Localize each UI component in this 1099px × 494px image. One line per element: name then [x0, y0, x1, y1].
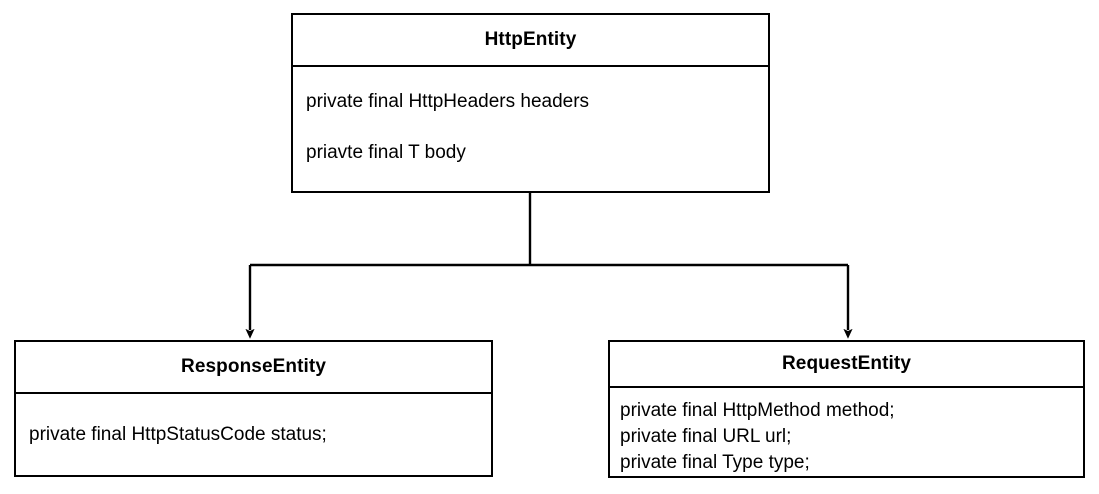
class-header-divider	[16, 392, 491, 394]
class-attribute: private final HttpHeaders headers	[306, 91, 590, 112]
class-header-divider	[610, 386, 1083, 388]
class-attribute: private final HttpMethod method;	[620, 400, 895, 421]
class-title-responseentity: ResponseEntity	[181, 356, 326, 377]
class-attribute: priavte final T body	[306, 142, 466, 163]
class-attributes-requestentity: private final HttpMethod method; private…	[610, 388, 1083, 476]
class-header-divider	[293, 65, 768, 67]
class-attribute: private final Type type;	[620, 452, 810, 473]
class-box-requestentity[interactable]: RequestEntity private final HttpMethod m…	[608, 340, 1085, 478]
class-box-responseentity[interactable]: ResponseEntity private final HttpStatusC…	[14, 340, 493, 477]
class-attributes-httpentity: private final HttpHeaders headers priavt…	[293, 67, 768, 191]
class-title-requestentity: RequestEntity	[781, 353, 912, 374]
class-attributes-responseentity: private final HttpStatusCode status;	[16, 394, 491, 475]
class-title-httpentity: HttpEntity	[484, 29, 577, 50]
class-box-httpentity[interactable]: HttpEntity private final HttpHeaders hea…	[291, 13, 770, 193]
class-attribute: private final HttpStatusCode status;	[29, 424, 327, 445]
class-attribute: private final URL url;	[620, 426, 792, 447]
